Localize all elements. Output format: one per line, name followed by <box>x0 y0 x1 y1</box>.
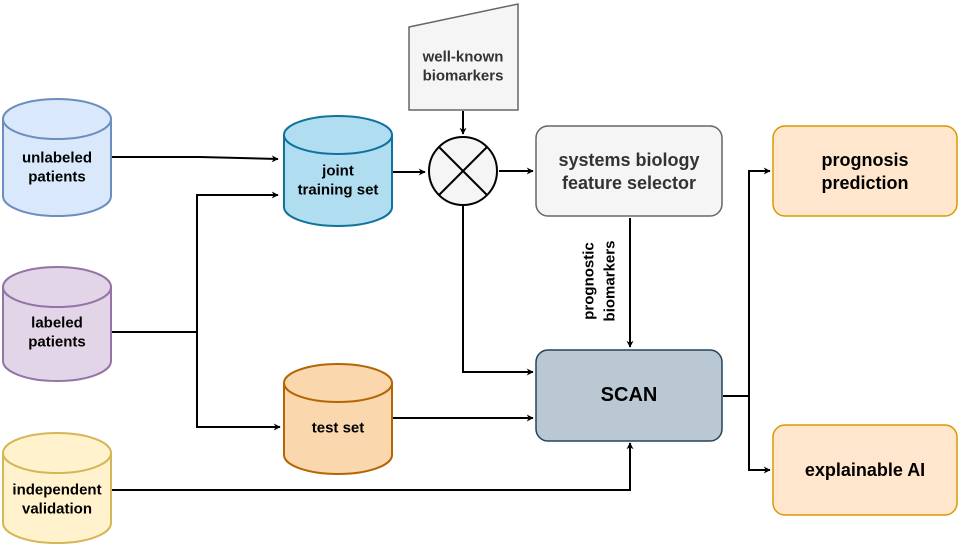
independent-validation-cylinder[interactable]: independent validation <box>1 432 112 544</box>
prognostic-biomarkers-label: prognostic biomarkers <box>581 241 619 322</box>
explainable-ai-box <box>772 424 958 516</box>
cylinder-body <box>1 118 112 217</box>
prognosis-prediction-output[interactable]: prognosis prediction <box>772 125 958 217</box>
joint-training-set-cylinder[interactable]: joint training set <box>283 115 393 227</box>
combiner-cross-icon <box>438 146 488 196</box>
joint-training-set-line1: joint <box>321 163 354 180</box>
cylinder-top <box>283 363 393 403</box>
edge-combiner-to-scan <box>462 206 534 376</box>
well-known-biomarkers-line1: well-known <box>422 49 504 66</box>
well-known-biomarkers-line2: biomarkers <box>423 68 504 85</box>
labeled-patients-line1: labeled <box>31 315 83 332</box>
cylinder-body <box>1 286 112 382</box>
well-known-biomarkers-input[interactable]: well-known biomarkers <box>408 3 519 111</box>
unlabeled-patients-cylinder[interactable]: unlabeled patients <box>1 98 112 217</box>
unlabeled-patients-line1: unlabeled <box>22 150 92 167</box>
labeled-patients-line2: patients <box>28 334 86 351</box>
feature-selector-box <box>535 125 723 217</box>
feature-selector-line1: systems biology <box>558 150 699 170</box>
cylinder-body <box>283 382 393 475</box>
scan-model[interactable]: SCAN <box>535 349 723 442</box>
cylinder-top <box>2 432 112 474</box>
manual-input-shape <box>408 3 519 111</box>
cylinder-top <box>2 98 112 140</box>
edge-split-to-prognosis <box>748 167 771 396</box>
scan-label: SCAN <box>601 384 658 406</box>
prognosis-line1: prognosis <box>821 150 908 170</box>
combiner-junction[interactable] <box>428 136 498 206</box>
explainable-ai-output[interactable]: explainable AI <box>772 424 958 516</box>
edge-branch-to-test-set <box>196 332 281 431</box>
edge-unlabeled-to-joint-training <box>112 155 279 163</box>
labeled-patients-cylinder[interactable]: labeled patients <box>1 266 112 382</box>
edge-label-line1: prognostic <box>581 242 598 320</box>
edge-branch-to-joint-training <box>196 191 279 332</box>
joint-training-set-line2: training set <box>298 182 379 199</box>
edge-label-line2: biomarkers <box>602 241 619 322</box>
prognosis-box <box>772 125 958 217</box>
feature-selector-line2: feature selector <box>562 173 696 193</box>
test-set-cylinder[interactable]: test set <box>283 363 393 475</box>
prognosis-line2: prediction <box>821 173 908 193</box>
independent-validation-line2: validation <box>22 501 92 518</box>
test-set-label: test set <box>312 420 365 437</box>
cylinder-body <box>1 452 112 544</box>
edges <box>112 111 771 491</box>
cylinder-top <box>283 115 393 155</box>
explainable-ai-label: explainable AI <box>805 460 925 480</box>
edge-split-to-explainable-ai <box>748 396 771 474</box>
cylinder-top <box>2 266 112 308</box>
edge-validation-to-scan <box>112 442 634 491</box>
unlabeled-patients-line2: patients <box>28 169 86 186</box>
scan-box <box>535 349 723 442</box>
cylinder-body <box>283 134 393 227</box>
independent-validation-line1: independent <box>12 482 101 499</box>
systems-biology-feature-selector[interactable]: systems biology feature selector <box>535 125 723 217</box>
